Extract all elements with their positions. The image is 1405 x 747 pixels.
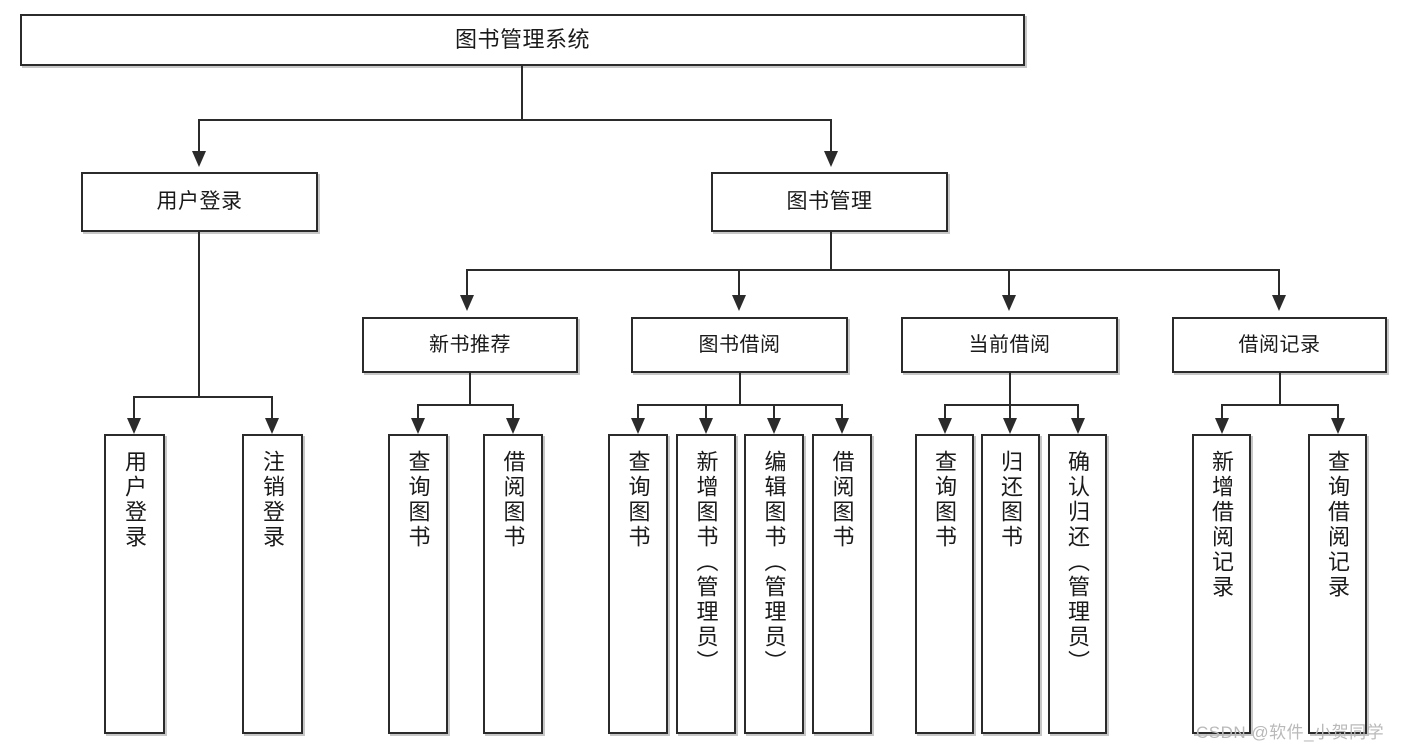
edge-br-bus [1221, 404, 1338, 406]
edge-nbr-trunk [469, 373, 471, 406]
arrow-to-book-borrow [732, 295, 746, 311]
arrow-leaf-borrow-book-2 [835, 418, 849, 434]
node-borrow-record[interactable]: 借阅记录 [1172, 317, 1387, 373]
leaf-user-login[interactable]: 用户登录 [104, 434, 165, 734]
node-label: 借阅图书 [829, 450, 855, 550]
arrow-leaf-edit-book [767, 418, 781, 434]
arrow-leaf-query-book-2 [631, 418, 645, 434]
leaf-add-borrow-record[interactable]: 新增借阅记录 [1192, 434, 1251, 734]
leaf-add-book-admin[interactable]: 新增图书（管理员） [676, 434, 736, 734]
edge-nbr-drop-2 [512, 404, 514, 418]
edge-bb-drop-1 [637, 404, 639, 418]
leaf-query-book-borrow[interactable]: 查询图书 [608, 434, 668, 734]
arrow-leaf-confirm-return [1071, 418, 1085, 434]
edge-book-management-bus [466, 269, 1280, 271]
node-label: 用户登录 [156, 189, 243, 213]
arrow-leaf-add-record [1215, 418, 1229, 434]
node-label: 查询图书 [932, 450, 958, 550]
node-label: 查询图书 [625, 450, 651, 550]
arrow-leaf-user-login [127, 418, 141, 434]
edge-nbr-bus [417, 404, 513, 406]
leaf-edit-book-admin[interactable]: 编辑图书（管理员） [744, 434, 804, 734]
leaf-query-book-new-recommend[interactable]: 查询图书 [388, 434, 448, 734]
node-label: 编辑图书（管理员） [761, 450, 787, 675]
arrow-leaf-return-book [1003, 418, 1017, 434]
edge-cb-drop-3 [1077, 404, 1079, 418]
leaf-query-borrow-record[interactable]: 查询借阅记录 [1308, 434, 1367, 734]
node-label: 查询借阅记录 [1325, 450, 1351, 600]
edge-nbr-drop-1 [417, 404, 419, 418]
edge-root-to-book-management [830, 119, 832, 151]
edge-root-to-user-login [198, 119, 200, 151]
leaf-borrow-book-new-recommend[interactable]: 借阅图书 [483, 434, 543, 734]
edge-br-drop-2 [1337, 404, 1339, 418]
edge-br-trunk [1279, 373, 1281, 406]
edge-cb-drop-2 [1009, 404, 1011, 418]
edge-bb-trunk [739, 373, 741, 406]
node-label: 当前借阅 [968, 333, 1051, 356]
node-current-borrow[interactable]: 当前借阅 [901, 317, 1118, 373]
arrow-leaf-borrow-book-1 [506, 418, 520, 434]
node-label: 图书借阅 [698, 333, 781, 356]
edge-bb-drop-3 [773, 404, 775, 418]
node-label: 确认归还（管理员） [1065, 450, 1091, 675]
csdn-watermark: CSDN @软件_小贺同学 [1196, 723, 1385, 742]
node-label: 用户登录 [122, 450, 148, 550]
node-label: 图书管理系统 [454, 27, 590, 53]
edge-cb-drop-1 [944, 404, 946, 418]
edge-user-login-drop-1 [133, 396, 135, 418]
edge-bm-drop-current-borrow [1008, 269, 1010, 295]
node-label: 查询图书 [405, 450, 431, 550]
edge-book-management-trunk [830, 232, 832, 270]
edge-bm-drop-new-book [466, 269, 468, 295]
leaf-query-book-current[interactable]: 查询图书 [915, 434, 974, 734]
node-label: 借阅图书 [500, 450, 526, 550]
node-label: 图书管理 [786, 189, 873, 213]
node-label: 新增借阅记录 [1209, 450, 1235, 600]
node-new-book-recommend[interactable]: 新书推荐 [362, 317, 578, 373]
arrow-to-book-management [824, 151, 838, 167]
edge-bm-drop-book-borrow [738, 269, 740, 295]
node-label: 注销登录 [260, 450, 286, 550]
node-label: 归还图书 [998, 450, 1024, 550]
leaf-borrow-book-borrow[interactable]: 借阅图书 [812, 434, 872, 734]
leaf-return-book[interactable]: 归还图书 [981, 434, 1040, 734]
arrow-leaf-query-record [1331, 418, 1345, 434]
arrow-leaf-logout-login [265, 418, 279, 434]
node-book-management[interactable]: 图书管理 [711, 172, 948, 232]
arrow-leaf-add-book [699, 418, 713, 434]
edge-user-login-drop-2 [271, 396, 273, 418]
node-label: 新增图书（管理员） [693, 450, 719, 675]
edge-bm-drop-borrow-record [1278, 269, 1280, 295]
node-label: 新书推荐 [429, 333, 511, 356]
arrow-to-borrow-record [1272, 295, 1286, 311]
node-book-borrow[interactable]: 图书借阅 [631, 317, 848, 373]
leaf-confirm-return-admin[interactable]: 确认归还（管理员） [1048, 434, 1107, 734]
arrow-to-current-borrow [1002, 295, 1016, 311]
edge-root-trunk [521, 66, 523, 120]
node-label: 借阅记录 [1238, 333, 1321, 356]
edge-cb-trunk [1009, 373, 1011, 406]
edge-br-drop-1 [1221, 404, 1223, 418]
node-user-login[interactable]: 用户登录 [81, 172, 318, 232]
arrow-leaf-query-book-1 [411, 418, 425, 434]
edge-cb-bus [944, 404, 1078, 406]
arrow-to-user-login [192, 151, 206, 167]
edge-root-bus [198, 119, 832, 121]
arrow-leaf-query-book-3 [938, 418, 952, 434]
edge-bb-drop-4 [841, 404, 843, 418]
edge-bb-drop-2 [705, 404, 707, 418]
node-root-book-management-system[interactable]: 图书管理系统 [20, 14, 1025, 66]
edge-bb-bus [637, 404, 843, 406]
arrow-to-new-book-recommend [460, 295, 474, 311]
edge-user-login-bus [133, 396, 272, 398]
edge-user-login-trunk [198, 232, 200, 398]
leaf-logout-login[interactable]: 注销登录 [242, 434, 303, 734]
